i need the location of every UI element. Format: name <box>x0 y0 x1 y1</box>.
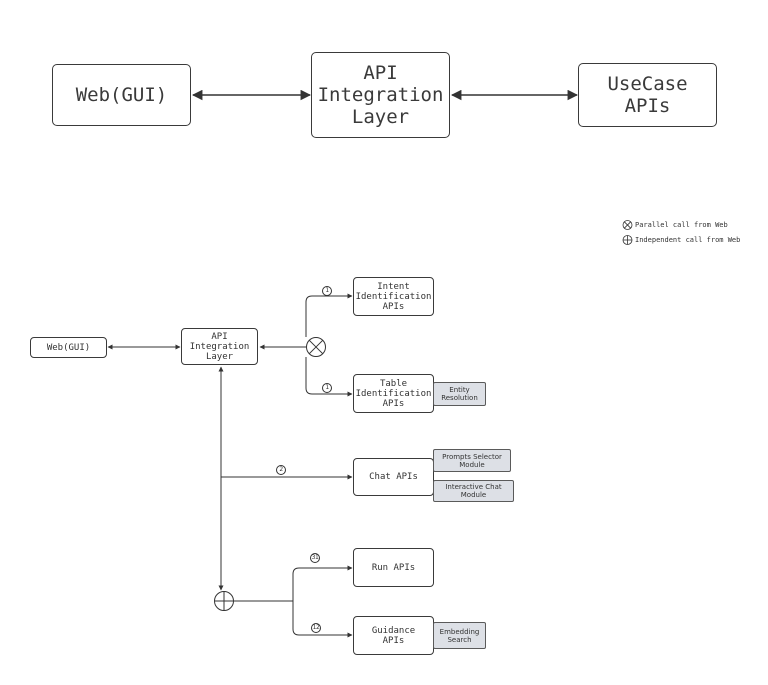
legend-independent-label: Independent call from Web <box>635 236 741 244</box>
badge-guidance: 12 <box>311 623 321 633</box>
independent-branch-guidance <box>292 601 353 638</box>
independent-junction-icon <box>214 591 234 611</box>
interactive-chat-tag: Interactive Chat Module <box>433 480 514 502</box>
table-identification-node: Table Identification APIs <box>353 374 434 413</box>
independent-branch-run <box>292 565 353 601</box>
embedding-search-tag: Embedding Search <box>433 622 486 649</box>
legend-parallel-icon <box>622 220 633 230</box>
entity-resolution-tag: Entity Resolution <box>433 382 486 406</box>
chat-apis-node: Chat APIs <box>353 458 434 496</box>
api-integration-node: API Integration Layer <box>181 328 258 365</box>
parallel-branch-intent <box>305 293 353 337</box>
badge-table: 1 <box>322 383 332 393</box>
top-web-gui-node: Web(GUI) <box>52 64 191 126</box>
parallel-branch-table <box>305 357 353 397</box>
legend-parallel-label: Parallel call from Web <box>635 221 728 229</box>
run-apis-node: Run APIs <box>353 548 434 587</box>
legend-independent-icon <box>622 235 633 245</box>
parallel-junction-icon <box>306 337 326 357</box>
badge-chat: 2 <box>276 465 286 475</box>
guidance-apis-node: Guidance APIs <box>353 616 434 655</box>
prompts-selector-tag: Prompts Selector Module <box>433 449 511 472</box>
badge-intent: 1 <box>322 286 332 296</box>
intent-identification-node: Intent Identification APIs <box>353 277 434 316</box>
badge-run: 31 <box>310 553 320 563</box>
top-api-integration-node: API Integration Layer <box>311 52 450 138</box>
web-gui-node: Web(GUI) <box>30 337 107 358</box>
top-usecase-apis-node: UseCase APIs <box>578 63 717 127</box>
